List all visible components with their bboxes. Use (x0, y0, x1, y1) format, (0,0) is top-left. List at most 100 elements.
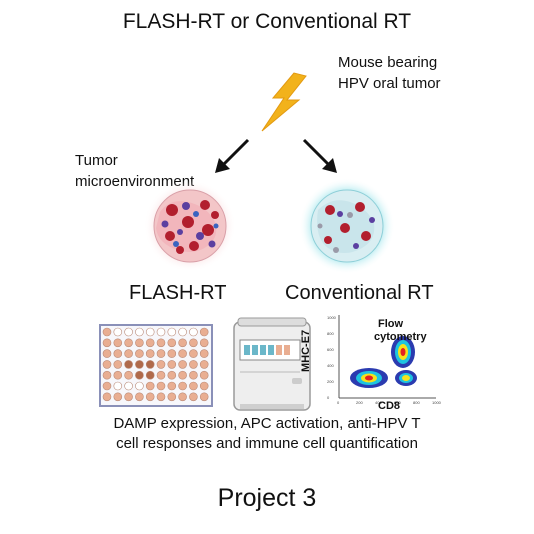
assay-description: DAMP expression, APC activation, anti-HP… (0, 414, 534, 454)
plate-well (189, 327, 198, 337)
tme-label-line-1: Tumor (75, 152, 118, 169)
flow-x-tick: 0 (337, 400, 340, 405)
plate-well (113, 370, 123, 380)
plate-well (199, 327, 209, 337)
plate-well (156, 327, 166, 337)
flow-x-tick: 1000 (432, 400, 442, 405)
tme-label-line-2: microenvironment (75, 173, 195, 190)
plate-well (178, 338, 187, 348)
plate-well (189, 381, 198, 391)
plate-well (189, 392, 198, 402)
plate-well (189, 370, 198, 380)
plate-well (178, 327, 187, 337)
mouse-label-line-1: Mouse bearing (338, 54, 438, 71)
flow-y-tick: 800 (327, 331, 334, 336)
plate-well (199, 381, 209, 391)
plate-well (135, 360, 144, 369)
plate-well (113, 392, 123, 402)
plate-well (113, 327, 123, 337)
plate-well (145, 338, 155, 348)
well-plate-icon (99, 324, 213, 407)
plate-well (156, 360, 166, 369)
plate-well (199, 338, 209, 348)
plate-well (156, 370, 166, 380)
plate-well (124, 370, 133, 380)
plate-well (145, 381, 155, 391)
plate-well (199, 370, 209, 380)
plate-well (199, 349, 209, 358)
plate-well (167, 360, 177, 369)
plate-well (102, 349, 112, 358)
cell-population-upper (391, 336, 415, 368)
flash-tumor (144, 180, 236, 272)
plate-well (189, 360, 198, 369)
cell-population-lower-right (395, 370, 417, 386)
flow-title-line-1: Flow (378, 318, 404, 330)
plate-well (199, 392, 209, 402)
cell-population-lower-left (350, 368, 388, 388)
tumor-microenvironment-label: Tumor microenvironment (75, 150, 194, 192)
description-line-1: DAMP expression, APC activation, anti-HP… (113, 415, 421, 432)
flow-title-line-2: cytometry (374, 331, 427, 343)
flow-y-axis-label: MHC-E7 (300, 329, 312, 372)
plate-well (102, 327, 112, 337)
flow-cytometry-plot: 0 200 400 600 800 1000 0 200 400 600 800 1000 (327, 315, 442, 405)
plate-well (178, 349, 187, 358)
plate-well (135, 338, 144, 348)
plate-well (113, 381, 123, 391)
plate-well (167, 392, 177, 402)
plate-well (167, 327, 177, 337)
plate-well (124, 381, 133, 391)
plate-well (178, 392, 187, 402)
plate-well (178, 370, 187, 380)
plate-well (156, 349, 166, 358)
flow-y-tick: 200 (327, 379, 334, 384)
plate-well (135, 327, 144, 337)
plate-well (167, 370, 177, 380)
plate-well (135, 349, 144, 358)
mouse-label: Mouse bearing HPV oral tumor (338, 52, 441, 94)
plate-well (156, 338, 166, 348)
plate-well (145, 370, 155, 380)
plate-well (145, 360, 155, 369)
plate-well (113, 349, 123, 358)
figure-title: FLASH-RT or Conventional RT (122, 10, 412, 33)
plate-well (113, 360, 123, 369)
plate-well (167, 349, 177, 358)
plate-well (102, 338, 112, 348)
plate-well (189, 349, 198, 358)
project-label: Project 3 (217, 484, 317, 512)
flow-x-tick: 800 (413, 400, 420, 405)
plate-well (178, 381, 187, 391)
plate-well (156, 381, 166, 391)
plate-well (167, 338, 177, 348)
flow-cytometry-title: Flow cytometry (374, 318, 427, 344)
plate-well (189, 338, 198, 348)
plate-reader-instrument-icon (233, 317, 311, 411)
plate-well (124, 392, 133, 402)
flow-x-tick: 600 (394, 400, 401, 405)
flow-x-axis-label: CD8 (378, 400, 401, 412)
flow-y-tick: 400 (327, 363, 334, 368)
arrow-to-conventional (302, 138, 337, 173)
plate-well (135, 381, 144, 391)
plate-well (178, 360, 187, 369)
conventional-rt-label: Conventional RT (285, 282, 434, 304)
plate-well (135, 392, 144, 402)
flash-rt-label: FLASH-RT (129, 282, 227, 304)
flow-y-tick: 600 (327, 347, 334, 352)
plate-well (102, 392, 112, 402)
flow-x-tick: 400 (375, 400, 382, 405)
arrow-to-flash (215, 138, 250, 173)
plate-well (145, 349, 155, 358)
description-line-2: cell responses and immune cell quantific… (116, 435, 418, 452)
plate-well (102, 381, 112, 391)
plate-well (135, 370, 144, 380)
plate-well (124, 360, 133, 369)
mouse-label-line-2: HPV oral tumor (338, 75, 441, 92)
flow-x-tick: 200 (356, 400, 363, 405)
plate-well (113, 338, 123, 348)
flow-y-tick: 1000 (327, 315, 337, 320)
flow-y-tick: 0 (327, 395, 330, 400)
